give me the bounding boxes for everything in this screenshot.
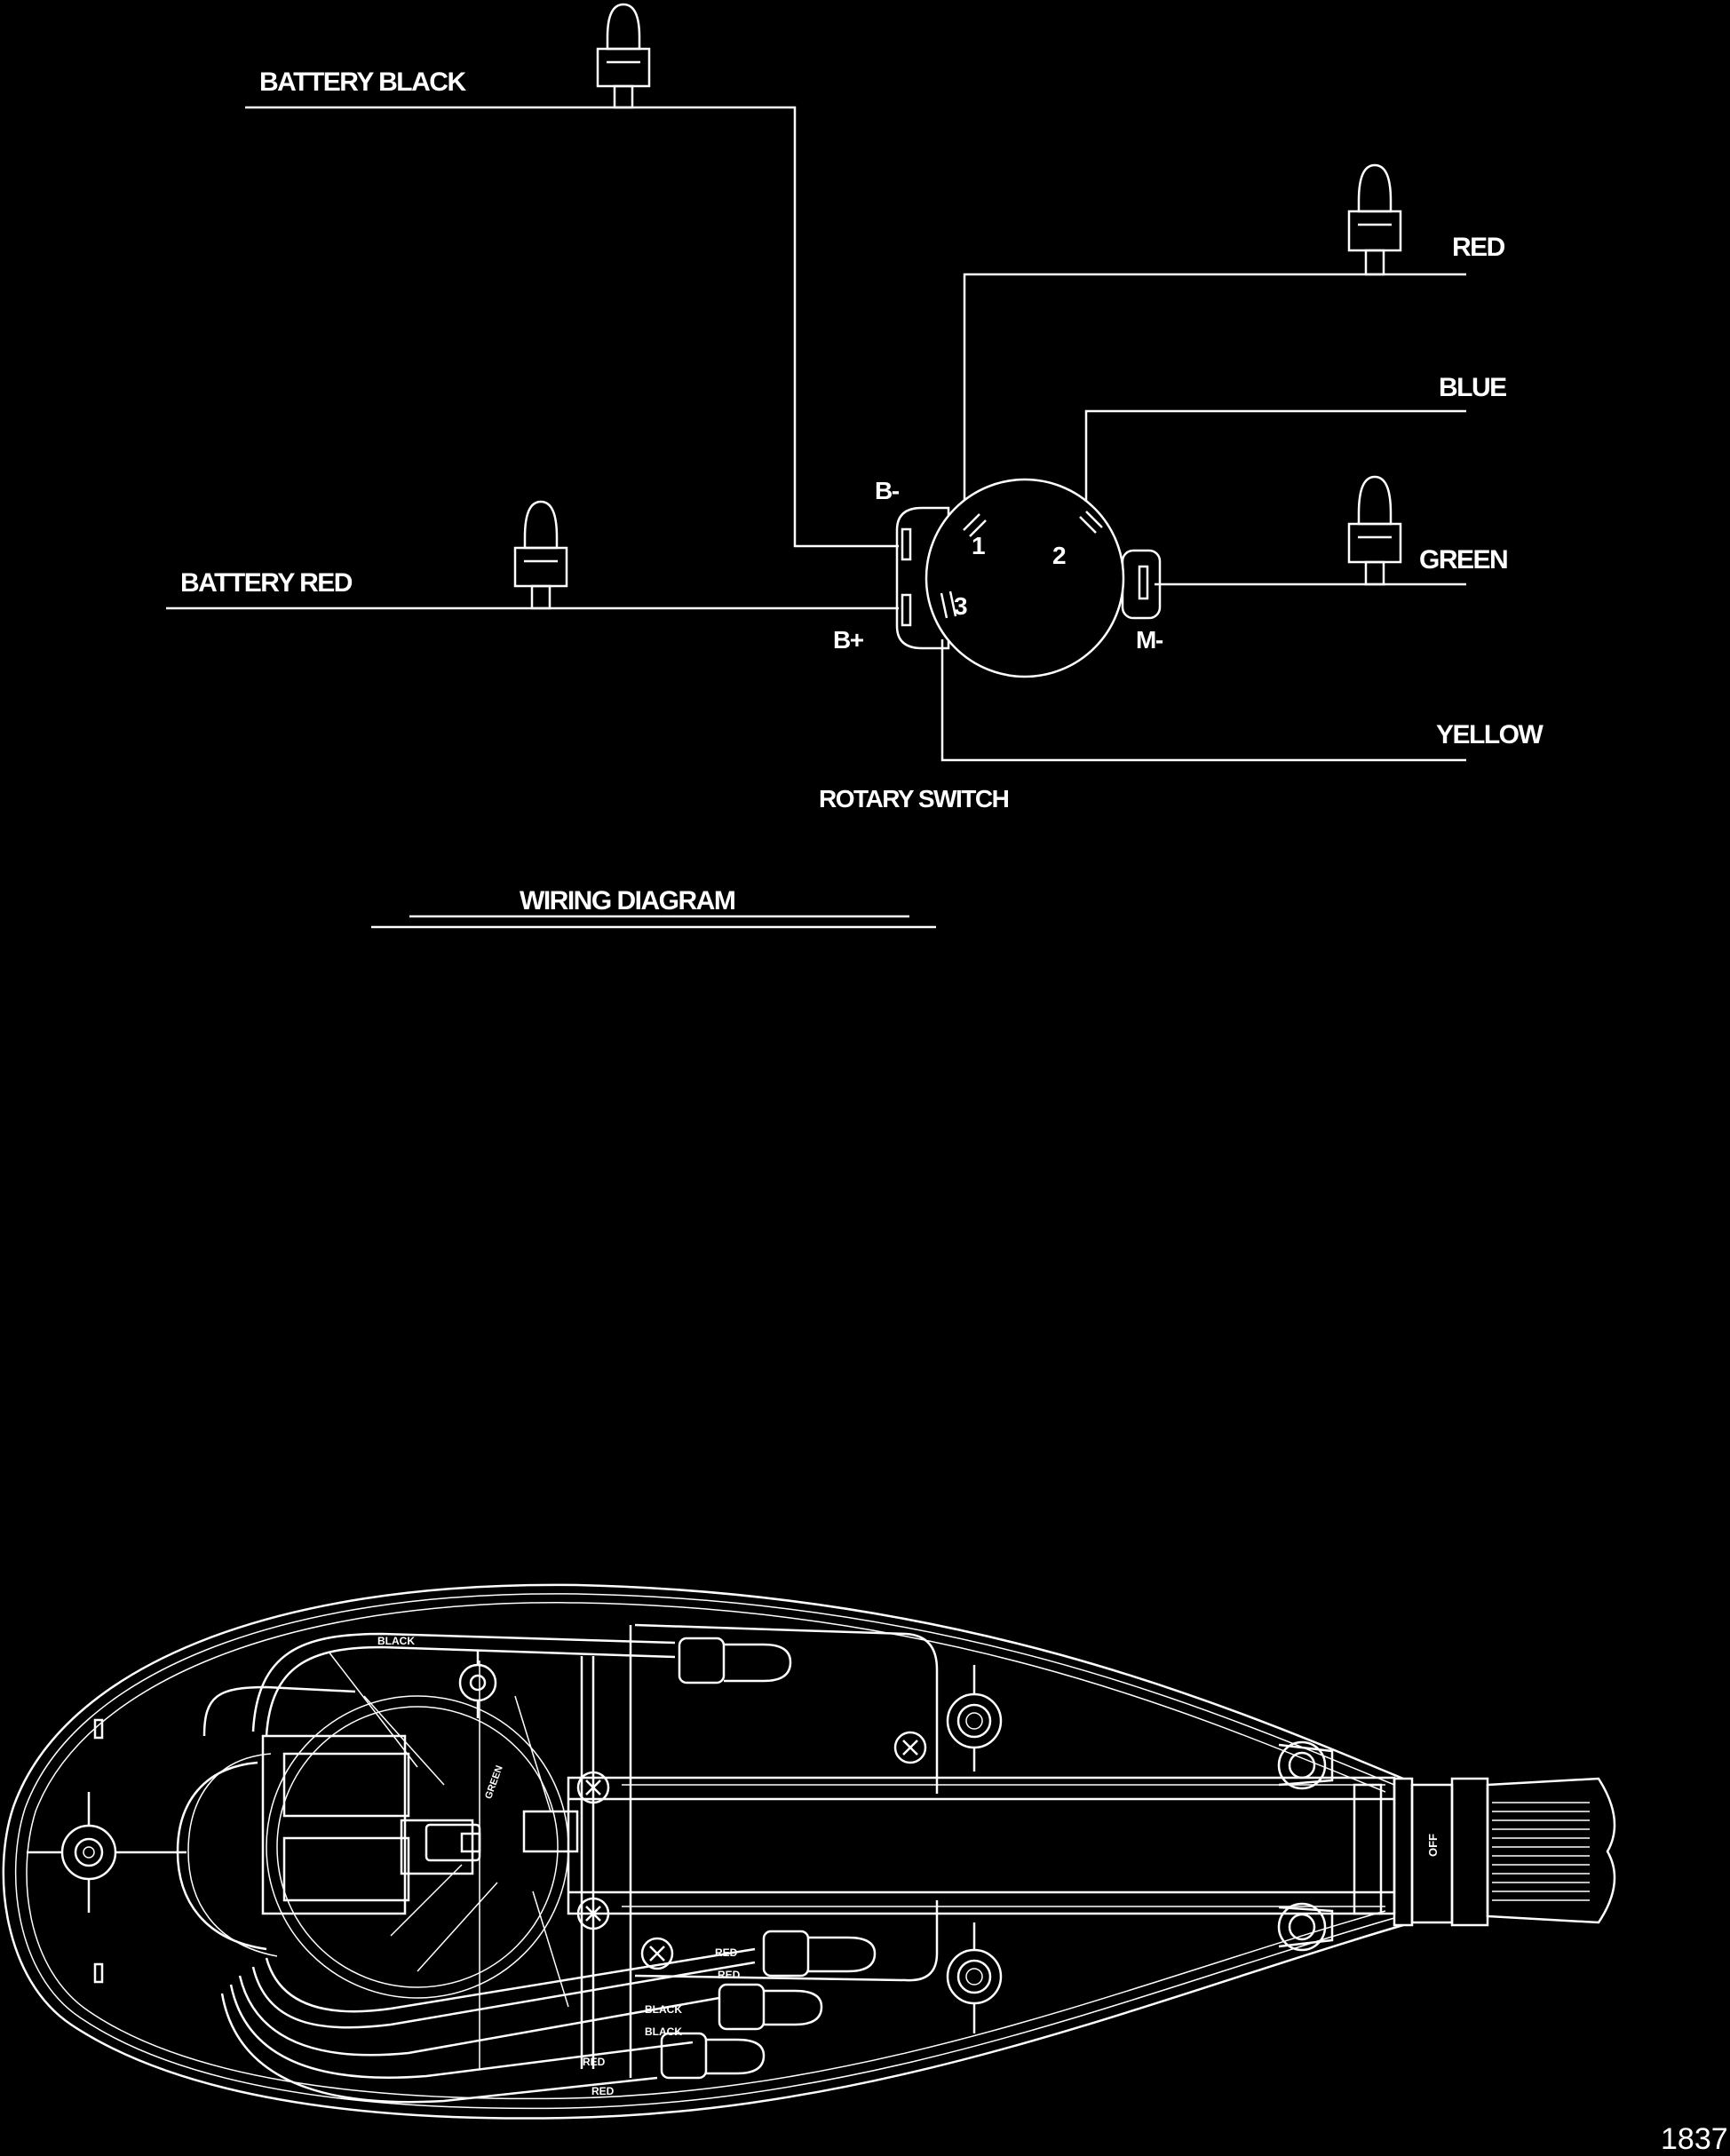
- pin-1-label: 1: [972, 532, 985, 559]
- wire-nut-connector-battery-black: [596, 3, 651, 109]
- mount-boss-lower: [946, 1922, 1003, 2033]
- wire-nut-upper: [678, 1637, 792, 1684]
- wire-nut-connector-red: [1347, 163, 1402, 276]
- figure-number: 1837: [1661, 2122, 1728, 2156]
- mount-boss-upper: [946, 1665, 1003, 1772]
- battery-red-label: BATTERY RED: [180, 568, 353, 598]
- wire-label-red-3: RED: [583, 2056, 606, 2068]
- battery-red-wire: BATTERY RED: [166, 568, 899, 610]
- b-plus-terminal-label: B+: [833, 626, 864, 654]
- wire-label-black-top: BLACK: [377, 1635, 415, 1647]
- wire-label-red-4: RED: [591, 2085, 615, 2097]
- wire-nut-connector-battery-red: [513, 500, 568, 610]
- yellow-wire: YELLOW: [940, 639, 1545, 762]
- red-wire: RED: [963, 233, 1506, 506]
- wire-label-red-1: RED: [715, 1946, 738, 1959]
- wire-label-red-2: RED: [718, 1969, 741, 1981]
- tube-screw-bottom: [576, 1897, 610, 1930]
- speed-control-knob: OFF: [1426, 1777, 1616, 1924]
- left-mount-screw: [27, 1792, 186, 1913]
- mount-boss-right-lower: [1277, 1902, 1334, 1952]
- wire-label-black-1: BLACK: [645, 2003, 682, 2016]
- mount-boss-right-upper: [1277, 1740, 1334, 1790]
- wire-nut-lower-1: [762, 1930, 877, 1978]
- green-label: GREEN: [1419, 545, 1507, 575]
- pin-2-label: 2: [1052, 542, 1066, 569]
- blue-wire: BLUE: [1084, 373, 1508, 524]
- wiring-diagram-title: WIRING DIAGRAM: [520, 886, 734, 916]
- red-label: RED: [1452, 233, 1505, 262]
- battery-black-label: BATTERY BLACK: [259, 67, 466, 97]
- plate-screw-lower: [640, 1937, 674, 1970]
- m-minus-terminal-label: M-: [1136, 626, 1163, 654]
- rotary-switch: B- B+ M- 1 2 3 ROTARY SWITCH: [819, 477, 1164, 812]
- b-minus-terminal-label: B-: [875, 477, 900, 504]
- wire-nut-lower-2: [718, 1983, 823, 2031]
- yellow-label: YELLOW: [1436, 720, 1544, 749]
- battery-black-wire: BATTERY BLACK: [245, 67, 899, 548]
- tube-screw-top: [576, 1771, 610, 1804]
- wire-label-green: GREEN: [483, 1764, 505, 1801]
- housing-outer-shell: [2, 1583, 1404, 2120]
- green-wire: GREEN: [1155, 545, 1509, 586]
- diagram-title: WIRING DIAGRAM: [371, 886, 936, 929]
- wire-label-black-2: BLACK: [645, 2025, 682, 2038]
- top-pivot-bolt: [458, 1650, 497, 1718]
- wire-nut-lower-3: [660, 2032, 766, 2080]
- off-marking: OFF: [1426, 1834, 1440, 1857]
- wire-nut-connector-green: [1347, 475, 1402, 586]
- pin-3-label: 3: [954, 592, 967, 620]
- motor-housing-illustration: OFF BLACK RED RED BLACK BLACK RED RED GR…: [2, 1583, 1616, 2120]
- blue-label: BLUE: [1439, 373, 1506, 402]
- rotary-switch-label: ROTARY SWITCH: [819, 785, 1009, 812]
- schematic: BATTERY BLACK BATTERY RED RED: [166, 3, 1545, 929]
- plate-screw-upper: [893, 1731, 927, 1764]
